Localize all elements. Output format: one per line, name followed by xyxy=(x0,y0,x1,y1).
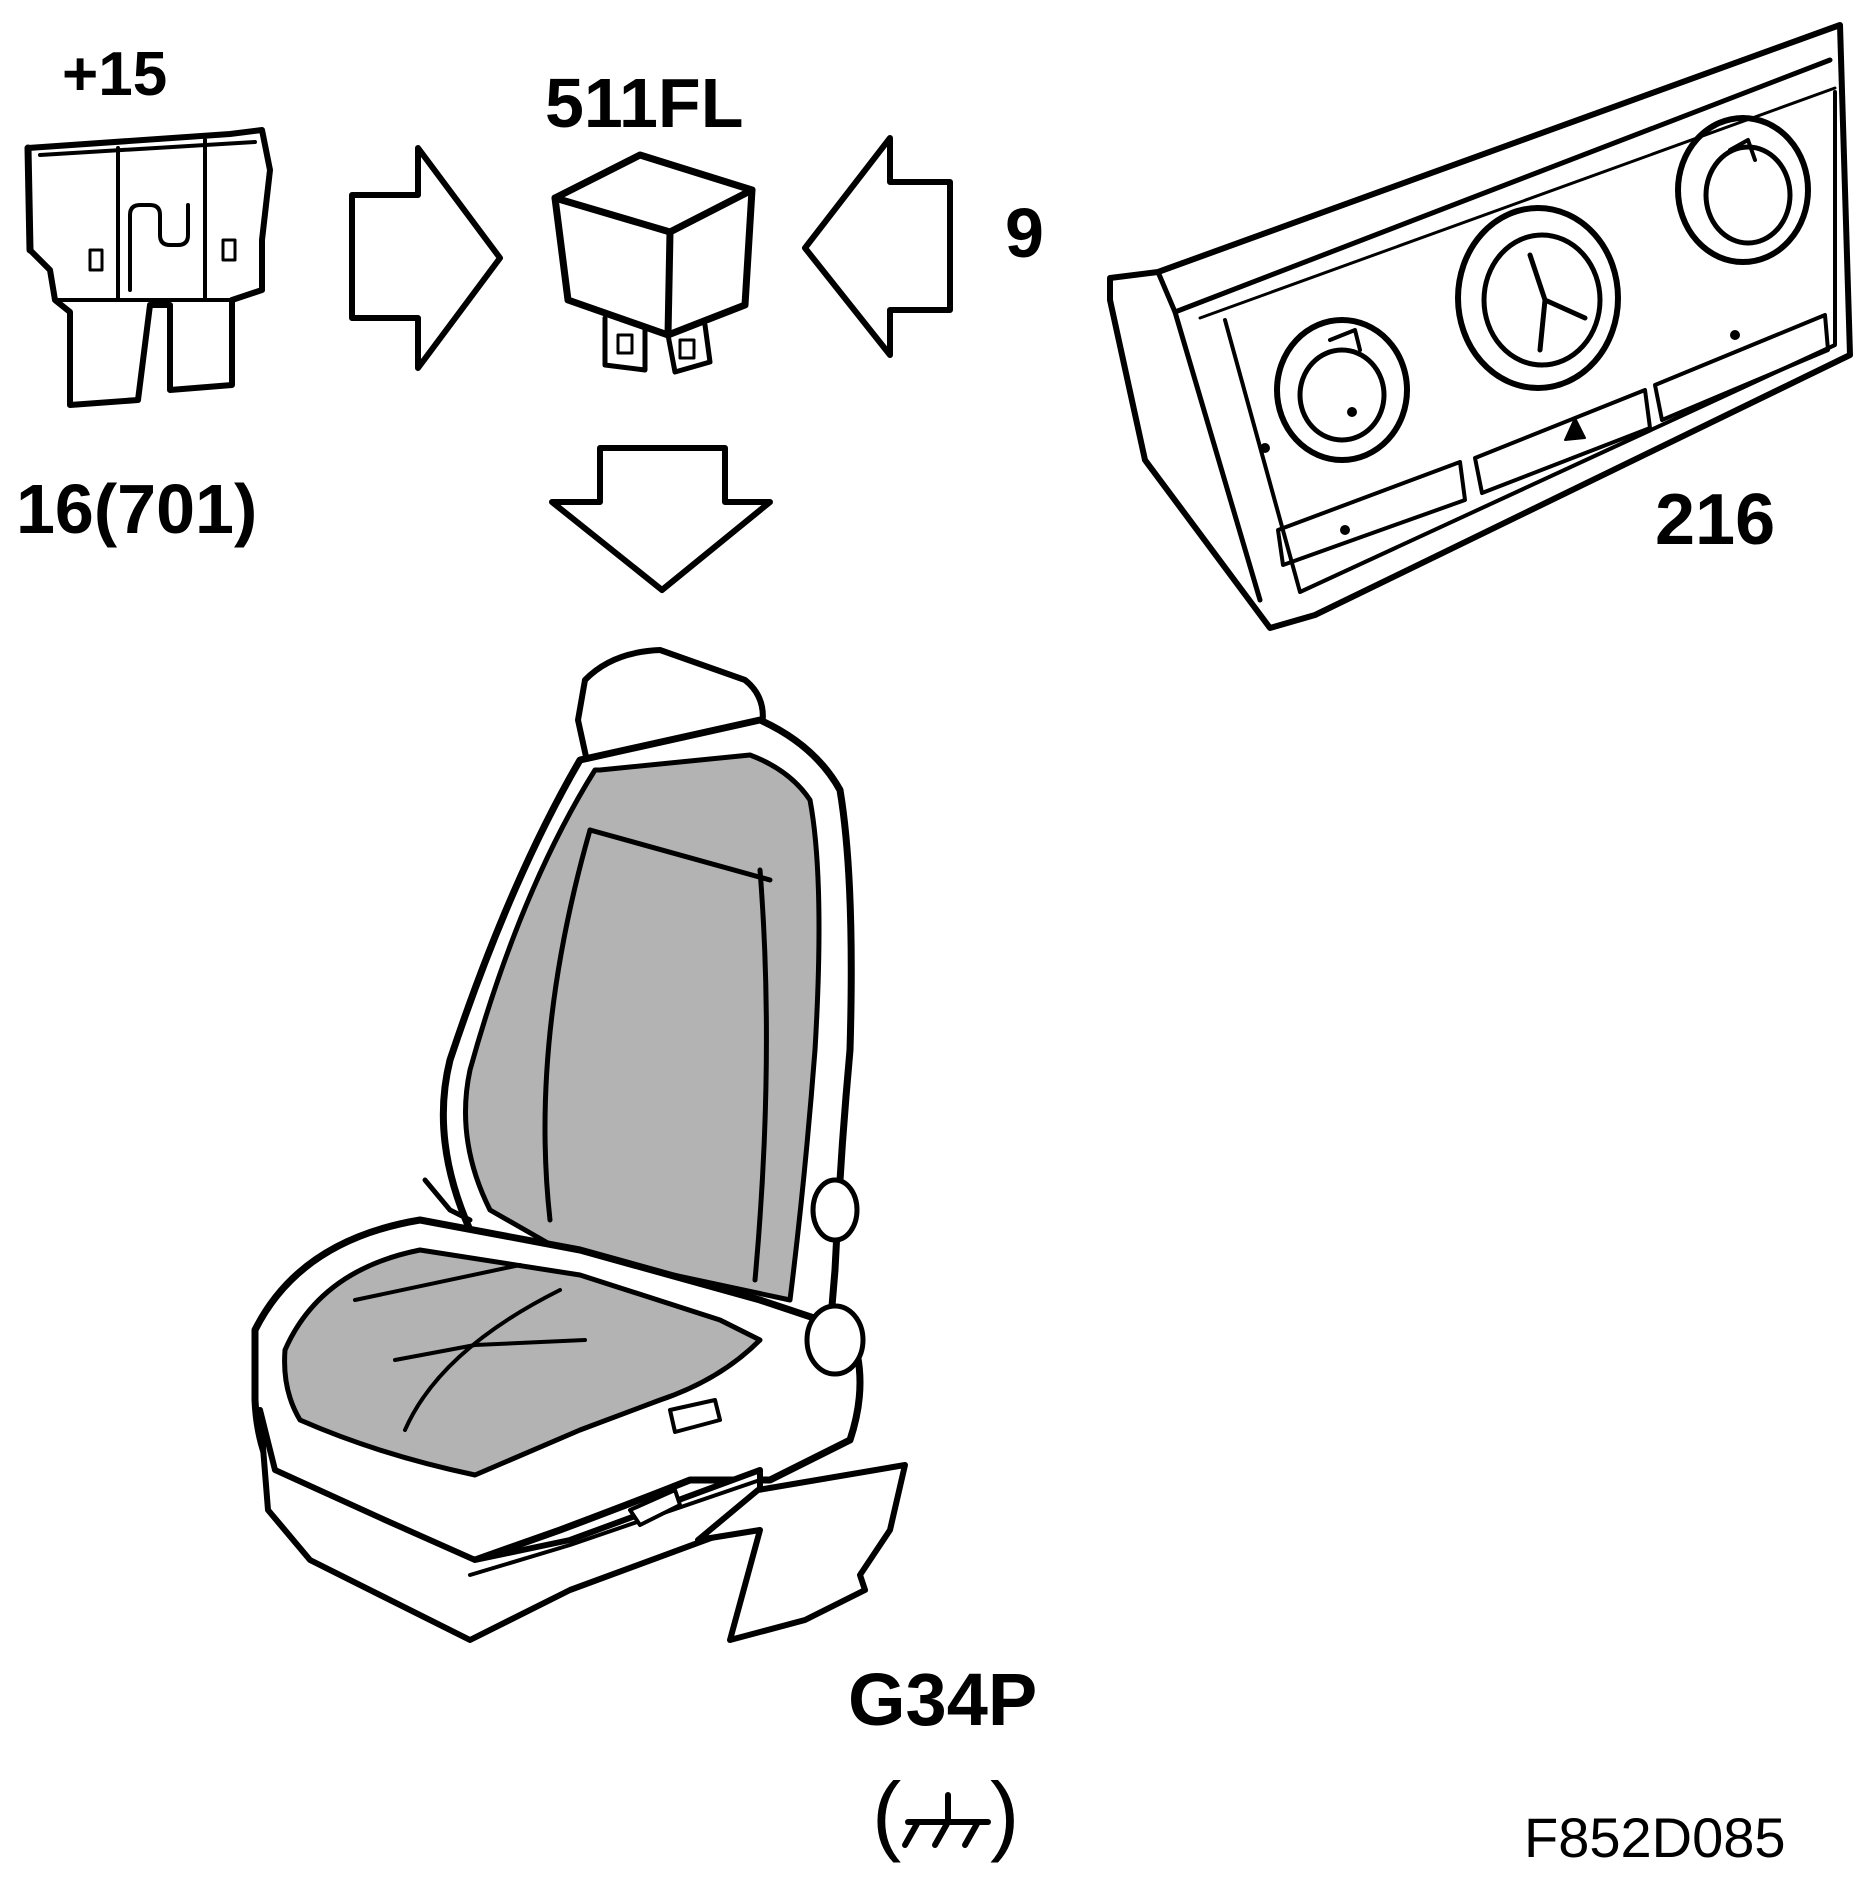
fuse-icon xyxy=(24,127,273,408)
arrow-relay-to-seat xyxy=(549,445,773,593)
ground-symbol-icon xyxy=(902,1792,991,1848)
heated-seat-icon xyxy=(251,647,866,1643)
ground-paren-open: ( xyxy=(872,1764,902,1863)
fuse-number-label: 16(701) xyxy=(16,470,258,548)
climate-control-panel-icon xyxy=(1107,22,1853,631)
arrow-ground-to-seat xyxy=(695,1462,908,1643)
figure-code: F852D085 xyxy=(1524,1806,1786,1869)
arrow-input-to-relay xyxy=(802,135,953,358)
fuse-terminal-label: +15 xyxy=(62,40,168,109)
relay-input-label: 9 xyxy=(1005,194,1044,272)
relay-label: 511FL xyxy=(545,64,744,142)
ground-paren-close: ) xyxy=(990,1764,1020,1863)
climate-panel-label: 216 xyxy=(1655,480,1776,560)
relay-icon xyxy=(551,151,756,375)
arrow-fuse-to-relay xyxy=(349,145,503,371)
ground-point-label: G34P xyxy=(848,1658,1038,1741)
